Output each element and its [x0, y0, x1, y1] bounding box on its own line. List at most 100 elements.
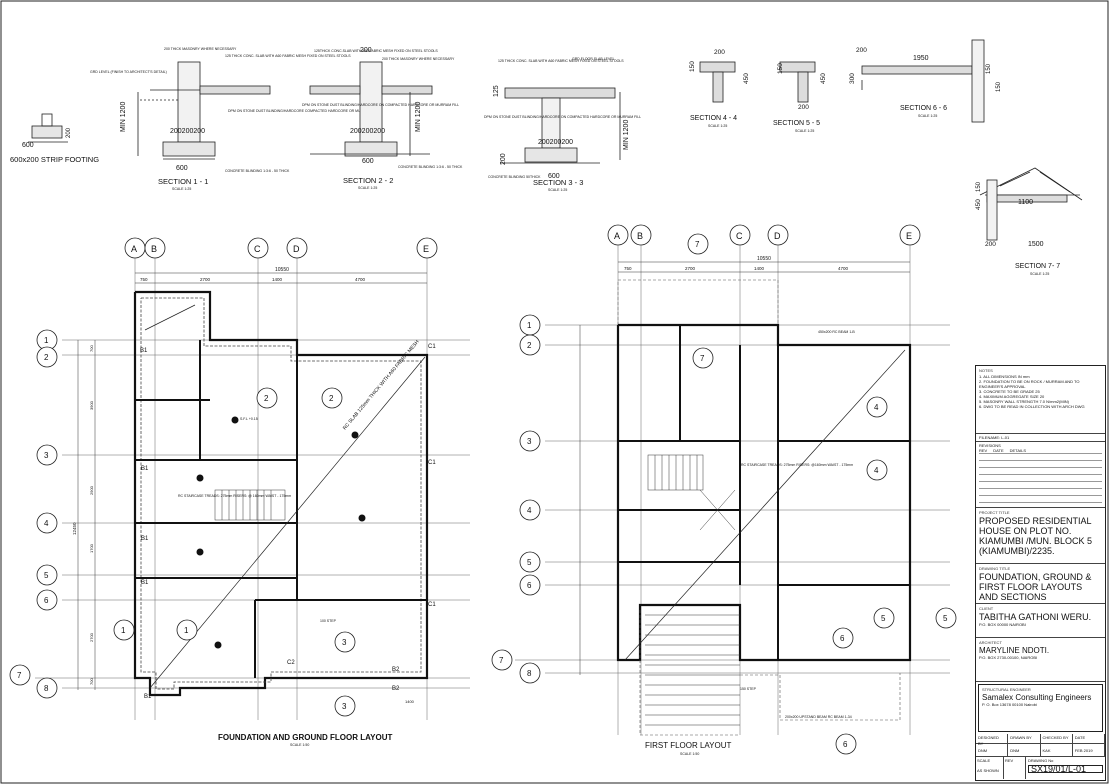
s77-d1: 1100: [1018, 199, 1033, 206]
ground-row-3: 3: [44, 451, 49, 460]
filename: FILENAME: L-01: [979, 435, 1010, 440]
s22-dim-top: 200: [360, 47, 372, 54]
note-5: 5. MASONRY WALL STRENGTH 7.0 N/mm2(MIN): [979, 399, 1070, 404]
first-callout-5b: 5: [943, 614, 948, 623]
ground-dim-1400: 1400: [405, 699, 415, 704]
sign-col-date: DATE: [1073, 734, 1105, 743]
ground-beam-tag-2: B1: [141, 466, 149, 472]
rev-col-details: DETAILS: [1009, 448, 1026, 453]
sign-val-date: FEB 2019: [1073, 744, 1105, 756]
s44-d1: 200: [714, 49, 725, 56]
ground-row-7: 7: [17, 671, 22, 680]
ground-section-callouts: [113, 387, 356, 717]
ground-beam-tag-4: B1: [141, 580, 149, 586]
ground-row-8: 8: [44, 684, 49, 693]
ground-beam-tag-3: B1: [141, 536, 149, 542]
s77-scale: SCALE 1:25: [1030, 272, 1049, 276]
s22-note-masonry: 200 THICK MASONRY WHERE NECESSARY: [382, 57, 455, 61]
first-row-8: 8: [527, 669, 532, 678]
revision-rows: [979, 454, 1102, 503]
first-overall: 10550: [757, 256, 771, 262]
drawing-number: SX19/01/L-01: [1028, 765, 1103, 774]
first-col-e: E: [906, 231, 912, 241]
s44-title: SECTION 4 - 4: [690, 115, 737, 122]
ground-row-1: 1: [44, 336, 49, 345]
ground-plan-title: FOUNDATION AND GROUND FLOOR LAYOUT: [218, 733, 392, 742]
ground-dim-top-3: 1400: [272, 277, 283, 282]
s33-note-slab: 125 THICK CONC. SLAB WITH A60 FABRIC MES…: [498, 59, 624, 63]
first-callout-7a: 7: [695, 240, 700, 249]
architect-panel: ARCHITECT MARYLINE NDOTI. P.O. BOX 2730-…: [976, 638, 1105, 682]
ground-total-left: 12450: [72, 522, 77, 535]
s22-min-dim: MIN 1200: [415, 102, 422, 132]
project-panel: PROJECT TITLE PROPOSED RESIDENTIAL HOUSE…: [976, 508, 1105, 564]
project-title: PROPOSED RESIDENTIAL HOUSE ON PLOT NO. K…: [979, 516, 1093, 556]
ground-beam-tag-7: B2: [392, 667, 400, 673]
first-step: 150 STEP: [740, 687, 757, 691]
s11-note-masonry: 200 THICK MASONRY WHERE NECESSARY: [164, 47, 237, 51]
drawing-title: FOUNDATION, GROUND & FIRST FLOOR LAYOUTS…: [979, 572, 1092, 602]
ground-col-tag-1: C1: [428, 344, 436, 350]
first-stair-note: RC STAIRCASE TREADS: 275mm RISERS: @160m…: [741, 463, 853, 467]
drawing-title-label: DRAWING TITLE: [979, 566, 1011, 571]
s55-d3: 200: [798, 104, 809, 111]
s66-title: SECTION 6 - 6: [900, 105, 947, 112]
ground-dim-top-1: 750: [140, 277, 148, 282]
ground-beam-tag-6: B2: [392, 686, 400, 692]
ground-callout-3a: 3: [342, 638, 347, 647]
ground-plan-scale: SCALE 1:50: [290, 743, 309, 747]
strip-dim-200: 200: [66, 127, 72, 138]
s66-d4: 150: [986, 63, 992, 74]
s11-dim-600: 600: [176, 165, 188, 172]
project-label: PROJECT TITLE: [979, 510, 1010, 515]
s44-d3: 150: [689, 61, 696, 72]
ground-level-tag: S.F.L +0.15: [240, 417, 258, 421]
first-diagonal: [624, 349, 906, 661]
s66-d2: 1950: [913, 55, 929, 62]
ground-row-2: 2: [44, 353, 49, 362]
ground-plan: A B C D E 1 2 3 4 5 6 7 8 10550 750 2700…: [9, 237, 470, 747]
title-block: NOTES 1. ALL DIMENSIONS IN mm 2. FOUNDAT…: [975, 365, 1106, 781]
ground-level-markers: [196, 416, 366, 649]
s55-d2: 450: [820, 73, 827, 84]
s33-min-dim: MIN 1200: [623, 120, 630, 150]
note-6: 6. DWG TO BE READ IN COLLECTION WITH ARC…: [979, 404, 1085, 409]
s22-scale: SCALE 1:25: [358, 186, 377, 190]
ground-callout-3b: 3: [342, 702, 347, 711]
sign-col-drawn: DRAWN BY: [1008, 734, 1041, 743]
section-1-1: [137, 61, 271, 160]
ground-col-c: C: [254, 244, 261, 254]
strip-title: 600x200 STRIP FOOTING: [10, 155, 99, 164]
rev-col-date: DATE: [993, 448, 1004, 453]
s11-note-blinding: CONCRETE BLINDING 1:3:6 - 50 THICK: [225, 169, 290, 173]
s33-note-blinding: CONCRETE BLINDING 50THICK: [488, 175, 541, 179]
ground-col-e: E: [423, 244, 429, 254]
sign-col-checked: CHECKED BY: [1041, 734, 1073, 743]
first-section-callouts: [687, 233, 957, 755]
s77-d4: 150: [976, 181, 982, 192]
s44-scale: SCALE 1:25: [708, 124, 727, 128]
s77-title: SECTION 7- 7: [1015, 263, 1060, 270]
section-2-2: [309, 61, 433, 157]
first-callout-6b: 6: [843, 740, 848, 749]
revisions-panel: REVISIONS REV DATE DETAILS: [976, 442, 1105, 508]
ground-col-d: D: [293, 244, 300, 254]
ground-staircase: [214, 489, 286, 521]
note-1: 1. ALL DIMENSIONS IN mm: [979, 374, 1030, 379]
first-row-2: 2: [527, 341, 532, 350]
s22-note-blinding: CONCRETE BLINDING 1:3:6 - 50 THICK: [398, 165, 463, 169]
note-2: 2. FOUNDATION TO BE ON ROCK / MURRAM AND…: [979, 379, 1080, 389]
engineer-name: Samalex Consulting Engineers: [982, 693, 1092, 702]
first-plan-title: FIRST FLOOR LAYOUT: [645, 741, 731, 750]
ground-row-5: 5: [44, 571, 49, 580]
s22-note-slab: 125THICK CONC.SLAB WITH A60 FABRIC MESH …: [314, 49, 438, 53]
first-dim-top-1: 750: [624, 266, 632, 271]
sign-val-designed: DNM: [976, 744, 1009, 756]
ground-stair-note: RC STAIRCASE TREADS: 275mm RISERS: @ 160…: [178, 494, 291, 498]
s22-title: SECTION 2 - 2: [343, 176, 393, 185]
rev-label: REV: [1004, 757, 1026, 779]
s66-d3: 300: [849, 73, 856, 84]
first-staircase: [647, 454, 736, 531]
s11-note-grd: GRD LEVEL (FINISH TO ARCHITECT'S DETAIL): [90, 70, 167, 74]
s55-scale: SCALE 1:25: [795, 129, 814, 133]
